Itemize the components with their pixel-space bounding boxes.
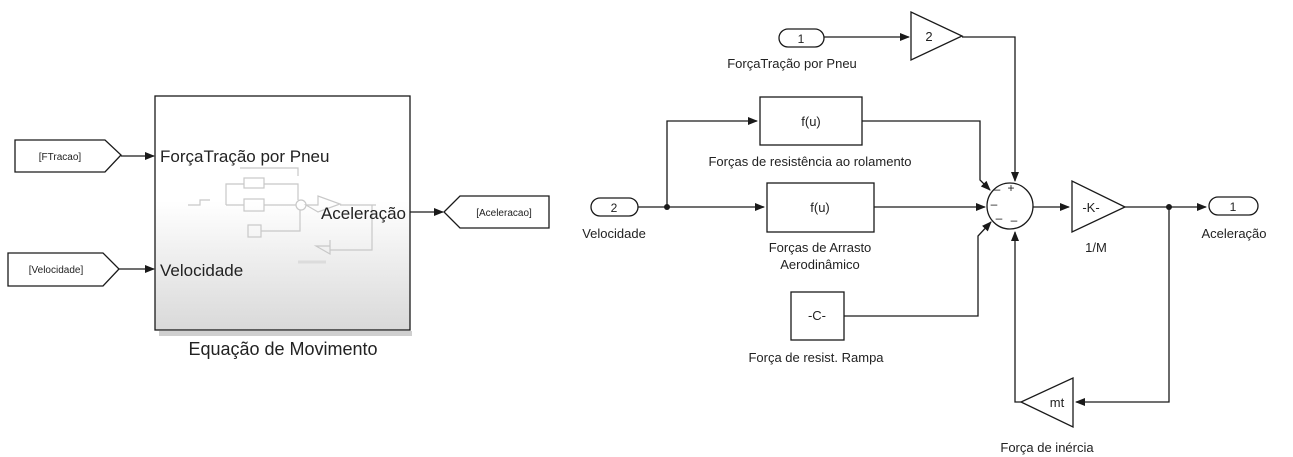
subsystem-block[interactable]: ForçaTração por Pneu Velocidade Aceleraç… [154, 95, 412, 336]
gain-inertia-value: mt [1050, 395, 1065, 410]
fcn-rolling-expr: f(u) [801, 114, 821, 129]
sum-block[interactable]: + – – – – [986, 181, 1034, 230]
from-block-ftracao[interactable]: [FTracao] [14, 139, 122, 173]
subsystem-shadow [159, 331, 412, 336]
wire-in2-fcn-rolling [666, 117, 758, 207]
subsystem-preview [188, 167, 376, 264]
goto-block-aceleracao[interactable]: [Aceleracao] [443, 195, 550, 229]
subsystem-in1-port: ForçaTração por Pneu [160, 147, 329, 166]
inport-1-number: 1 [798, 32, 805, 46]
outport-1-label: Aceleração [1201, 226, 1266, 241]
sum-sign-left-top: – [994, 182, 1001, 196]
gain-inertia-block[interactable]: mt [1019, 376, 1074, 429]
constant-value: -C- [808, 308, 826, 323]
subsystem-out1-port: Aceleração [321, 204, 406, 223]
from-ftracao-label: [FTracao] [39, 152, 82, 163]
fcn-rolling-block[interactable]: f(u) [759, 96, 863, 146]
wire-mt-sum [1011, 231, 1021, 403]
wire-rolling-sum [862, 120, 991, 191]
sum-sign-top: + [1007, 181, 1014, 195]
gain-mass-block[interactable]: -K- [1071, 179, 1127, 234]
from-block-velocidade[interactable]: [Velocidade] [7, 252, 120, 287]
gain-mass-label: 1/M [1085, 240, 1107, 255]
inport-2-number: 2 [611, 201, 618, 215]
gain-mass-value: -K- [1082, 200, 1099, 215]
wire-constant-sum [844, 221, 992, 317]
wire-gain-sum [962, 36, 1019, 182]
inport-2[interactable]: 2 [590, 197, 639, 217]
gain-inertia-label: Força de inércia [1000, 440, 1094, 455]
subsystem-body [154, 95, 411, 331]
branch-point-velocity [664, 204, 670, 210]
gain-two-value: 2 [925, 29, 932, 44]
sum-sign-left-mid: – [991, 197, 998, 211]
from-velocidade-label: [Velocidade] [29, 265, 84, 276]
sum-sign-left-bot: – [996, 211, 1003, 225]
outport-1[interactable]: 1 [1208, 196, 1259, 216]
fcn-drag-label-line2: Aerodinâmico [780, 257, 860, 272]
fcn-drag-expr: f(u) [810, 200, 830, 215]
constant-block[interactable]: -C- [790, 291, 845, 341]
inport-2-label: Velocidade [582, 226, 646, 241]
constant-label: Força de resist. Rampa [748, 350, 884, 365]
goto-aceleracao-label: [Aceleracao] [476, 208, 532, 219]
wire-feedback-mt [1075, 207, 1170, 406]
fcn-drag-block[interactable]: f(u) [766, 182, 875, 233]
inport-1-label: ForçaTração por Pneu [727, 56, 857, 71]
inport-1[interactable]: 1 [778, 28, 825, 48]
outport-1-number: 1 [1230, 200, 1237, 214]
fcn-rolling-label: Forças de resistência ao rolamento [708, 154, 911, 169]
gain-two-block[interactable]: 2 [910, 10, 964, 62]
subsystem-name: Equação de Movimento [188, 339, 377, 359]
fcn-drag-label-line1: Forças de Arrasto [769, 240, 872, 255]
subsystem-in2-port: Velocidade [160, 261, 243, 280]
sum-sign-bottom: – [1011, 213, 1018, 227]
